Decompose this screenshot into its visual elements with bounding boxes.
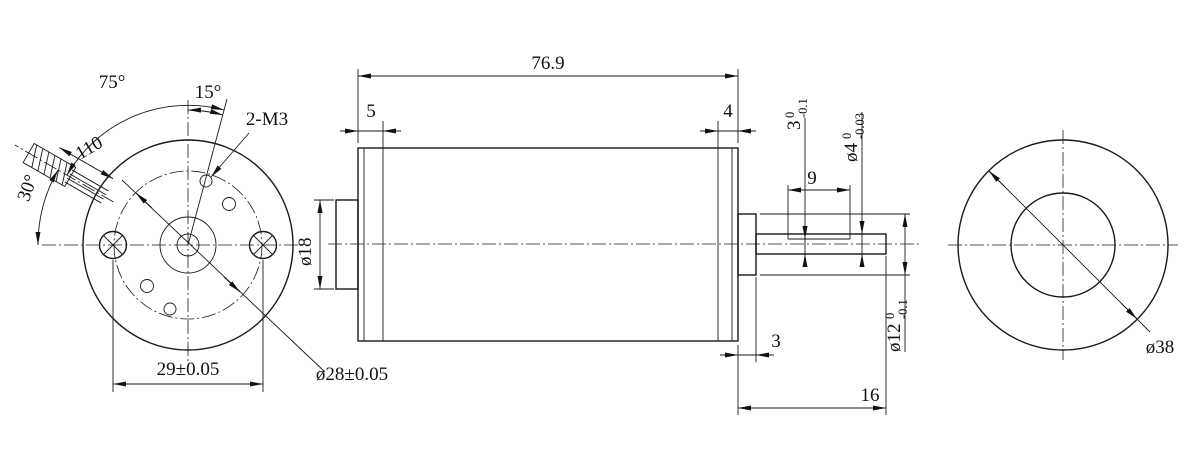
front-view: 110 75° 15° 30° 2-M3 29±0.05 ø28±0.05 [13,72,388,392]
dim-boss-dia: ø12 0 -0.1 [883,299,910,352]
leader-d28 [121,179,326,373]
tolerance-lower: -0.1 [896,299,910,319]
dim-3: 3 [771,331,781,352]
shaft-hole-circle [176,233,200,257]
angle-15-reference-line [187,98,228,246]
leader-2m3 [210,132,250,178]
screw-right [248,230,278,260]
tolerance-upper: 0 [883,313,897,319]
shaft-flat [787,234,851,240]
leader-d28-arrow [223,276,241,293]
dim-flat-height-value: 3 [784,121,805,131]
rear-outline-circle [957,139,1169,351]
m3-hole-bottom [163,302,177,316]
shaft [755,233,887,255]
dim-d38: ø38 [1146,337,1175,358]
dim-d28: ø28±0.05 [316,364,388,385]
tolerance-lower: -0.1 [796,98,810,118]
arc-75deg [66,104,225,176]
front-boss [335,199,359,290]
dim-boss-dia-value: ø12 [884,324,905,353]
dim-d18: ø18 [295,238,316,267]
pilot-hole-sw [140,279,154,293]
pilot-hole-ne [222,197,236,211]
rear-view: ø38 [948,130,1178,360]
rear-boss [737,213,757,276]
tolerance-upper: 0 [783,112,797,118]
label-2m3: 2-M3 [246,109,288,130]
dim-flat-height: 3 0 -0.1 [783,98,810,130]
dim-769: 76.9 [531,53,564,74]
tolerance-upper: 0 [840,133,854,139]
tolerance-lower: -0.03 [853,113,867,139]
dim-shaft-dia-value: ø4 [841,143,862,163]
dim-arrow [1120,302,1138,320]
arc-30deg [35,169,59,246]
dim-4: 4 [723,101,733,122]
dim-16: 16 [861,385,880,406]
dim-angle-15: 15° [195,82,222,103]
dim-5: 5 [366,101,376,122]
dim-9: 9 [807,168,817,189]
leader-d28-arrow [135,192,153,209]
arc-15deg [187,107,224,116]
rear-inner-circle [1010,192,1116,298]
dim-angle-30: 30° [13,172,42,204]
hub-circle [159,216,217,274]
motor-body [357,147,739,342]
dim-angle-75: 75° [99,72,126,93]
dim-shaft-dia: ø4 0 -0.03 [840,113,867,162]
dim-29: 29±0.05 [157,359,220,380]
side-view: 76.9 5 4 9 3 0 -0.1 ø4 0 [295,53,922,415]
dim-arrow [988,170,1006,188]
screw-left [98,230,128,260]
m3-hole-top [199,174,213,188]
